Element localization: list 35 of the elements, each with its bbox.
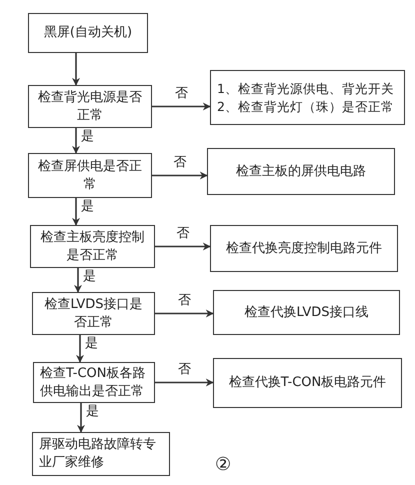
arrow bbox=[77, 403, 85, 433]
process-box: 检查代换T-CON板电路元件 bbox=[213, 358, 402, 408]
edge-label: 否 bbox=[172, 156, 188, 170]
process-box bbox=[210, 70, 405, 125]
process-box: 检查背光电源是否正常 bbox=[28, 85, 152, 128]
edge-label: 是 bbox=[82, 270, 97, 284]
edge-label: 是 bbox=[80, 130, 95, 144]
process-box: 屏驱动电路故障转专业厂家维修 bbox=[32, 432, 170, 476]
process-box: 检查代换亮度控制电路元件 bbox=[210, 225, 398, 272]
arrow bbox=[72, 198, 80, 226]
arrow bbox=[155, 242, 211, 250]
edge-label: 是 bbox=[85, 405, 100, 419]
process-box: 检查主板的屏供电电路 bbox=[207, 148, 395, 195]
process-box: 检查主板亮度控制是否正常 bbox=[30, 225, 155, 268]
arrow bbox=[152, 172, 208, 180]
edge-label: 否 bbox=[176, 226, 190, 240]
process-box: 检查LVDS接口是否正常 bbox=[32, 292, 155, 335]
edge-label: 否 bbox=[177, 362, 192, 376]
arrow bbox=[76, 335, 84, 363]
edge-label: 是 bbox=[84, 337, 99, 351]
arrow bbox=[152, 102, 211, 110]
process-box: 检查T-CON板各路供电输出是否正常 bbox=[33, 362, 155, 403]
arrow bbox=[155, 310, 214, 318]
arrow bbox=[74, 268, 82, 293]
list-item: 1、检查背光源供电、背光开关 bbox=[217, 80, 394, 98]
process-box: 黑屏(自动关机) bbox=[28, 13, 148, 53]
edge-label: 否 bbox=[174, 86, 189, 100]
process-box: 检查屏供电是否正常 bbox=[28, 153, 152, 198]
edge-label: 是 bbox=[80, 200, 95, 214]
arrow bbox=[72, 128, 80, 154]
process-box: 检查代换LVDS接口线 bbox=[213, 290, 400, 335]
arrow bbox=[72, 53, 80, 86]
edge-label: 否 bbox=[177, 294, 192, 308]
list-item: 2、检查背光灯（珠）是否正常 bbox=[217, 98, 394, 116]
arrow bbox=[155, 378, 214, 386]
